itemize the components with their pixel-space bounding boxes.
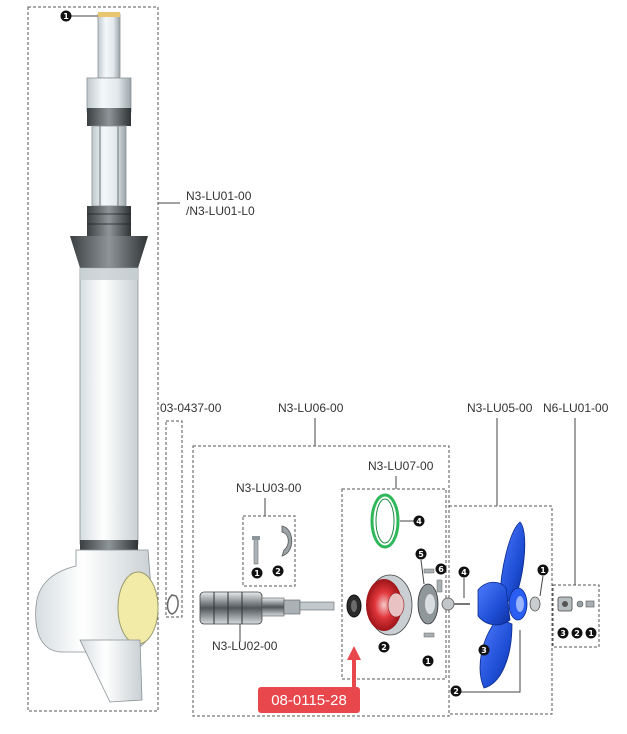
thrust-washer xyxy=(441,597,455,611)
label-bearing-kit: N3-LU07-00 xyxy=(368,459,434,473)
label-lower-unit: N3-LU01-00 xyxy=(186,189,252,203)
pin xyxy=(253,537,259,565)
callout-arrow xyxy=(347,646,361,688)
lower-collar-band xyxy=(87,206,131,236)
badge-number: 3 xyxy=(481,646,487,655)
badge-number: 1 xyxy=(425,657,431,666)
badge-number: 2 xyxy=(381,643,387,652)
label-drive-assembly: N3-LU06-00 xyxy=(278,401,344,415)
callout-badge xyxy=(60,10,72,22)
label-lower-unit-alt: /N3-LU01-L0 xyxy=(186,204,255,218)
badge-number: 1 xyxy=(540,566,546,575)
propeller-hub xyxy=(477,581,511,626)
drive-shaft xyxy=(299,601,335,611)
nut-pin xyxy=(585,600,595,608)
flare-cone xyxy=(70,236,148,268)
roller-bearing xyxy=(199,591,263,625)
label-clip: 03-0437-00 xyxy=(160,401,222,415)
clip-ring xyxy=(166,594,179,615)
column-rods xyxy=(91,125,127,207)
badge-number: 3 xyxy=(560,629,566,638)
bearing-housing-red xyxy=(366,579,402,631)
label-propeller: N3-LU05-00 xyxy=(467,401,533,415)
badge-number: 4 xyxy=(416,517,422,526)
lower-unit-dashed-box xyxy=(27,6,159,712)
o-ring xyxy=(370,493,400,549)
lower-unit-group: 1 N3-LU01-00 /N3-LU01-L0 xyxy=(27,6,255,712)
badge-number: 2 xyxy=(275,567,281,576)
screw xyxy=(423,568,435,574)
drive-assembly-group: N3-LU06-00 N3-LU03-00 1 2 N3-LU02-00 N3-… xyxy=(192,401,450,717)
upper-collar xyxy=(86,77,132,113)
upper-collar-band xyxy=(87,108,131,126)
retaining-clip xyxy=(281,525,293,557)
badge-number: 1 xyxy=(254,569,260,578)
skeg xyxy=(79,639,143,703)
nut-washer xyxy=(576,600,584,608)
propeller-group: N3-LU05-00 4 3 1 2 xyxy=(441,401,553,715)
clip-kit-dashed-box xyxy=(242,515,296,587)
shaft-tip xyxy=(98,12,120,17)
badge-number: 2 xyxy=(453,687,459,696)
nut-kit-dashed-box xyxy=(552,584,600,648)
badge-number: 6 xyxy=(438,565,444,574)
clip-group: 03-0437-00 xyxy=(160,401,222,618)
part-number-callout xyxy=(258,687,360,713)
badge-number: 4 xyxy=(461,568,467,577)
nut-kit-group: N6-LU01-00 3 2 1 xyxy=(543,401,609,648)
badge-number: 2 xyxy=(574,629,580,638)
clip-dashed-box xyxy=(165,420,183,618)
label-clip-kit: N3-LU03-00 xyxy=(236,481,302,495)
bearing-kit-dashed-box xyxy=(341,488,447,680)
screw xyxy=(423,632,435,638)
main-tube xyxy=(79,267,139,545)
gearcase-opening xyxy=(117,571,159,645)
label-shaft: N3-LU02-00 xyxy=(212,639,278,653)
badge-number: 1 xyxy=(63,12,69,21)
propeller-blade-bottom xyxy=(479,617,513,689)
spacer xyxy=(529,596,541,612)
label-nut-kit: N6-LU01-00 xyxy=(543,401,609,415)
callout-part-number: 08-0115-28 xyxy=(271,692,347,709)
top-shaft xyxy=(97,13,121,79)
badge-number: 1 xyxy=(588,629,594,638)
drive-assembly-dashed-box xyxy=(192,445,450,717)
propeller-blade-top xyxy=(499,521,526,603)
badge-number: 5 xyxy=(418,550,424,559)
